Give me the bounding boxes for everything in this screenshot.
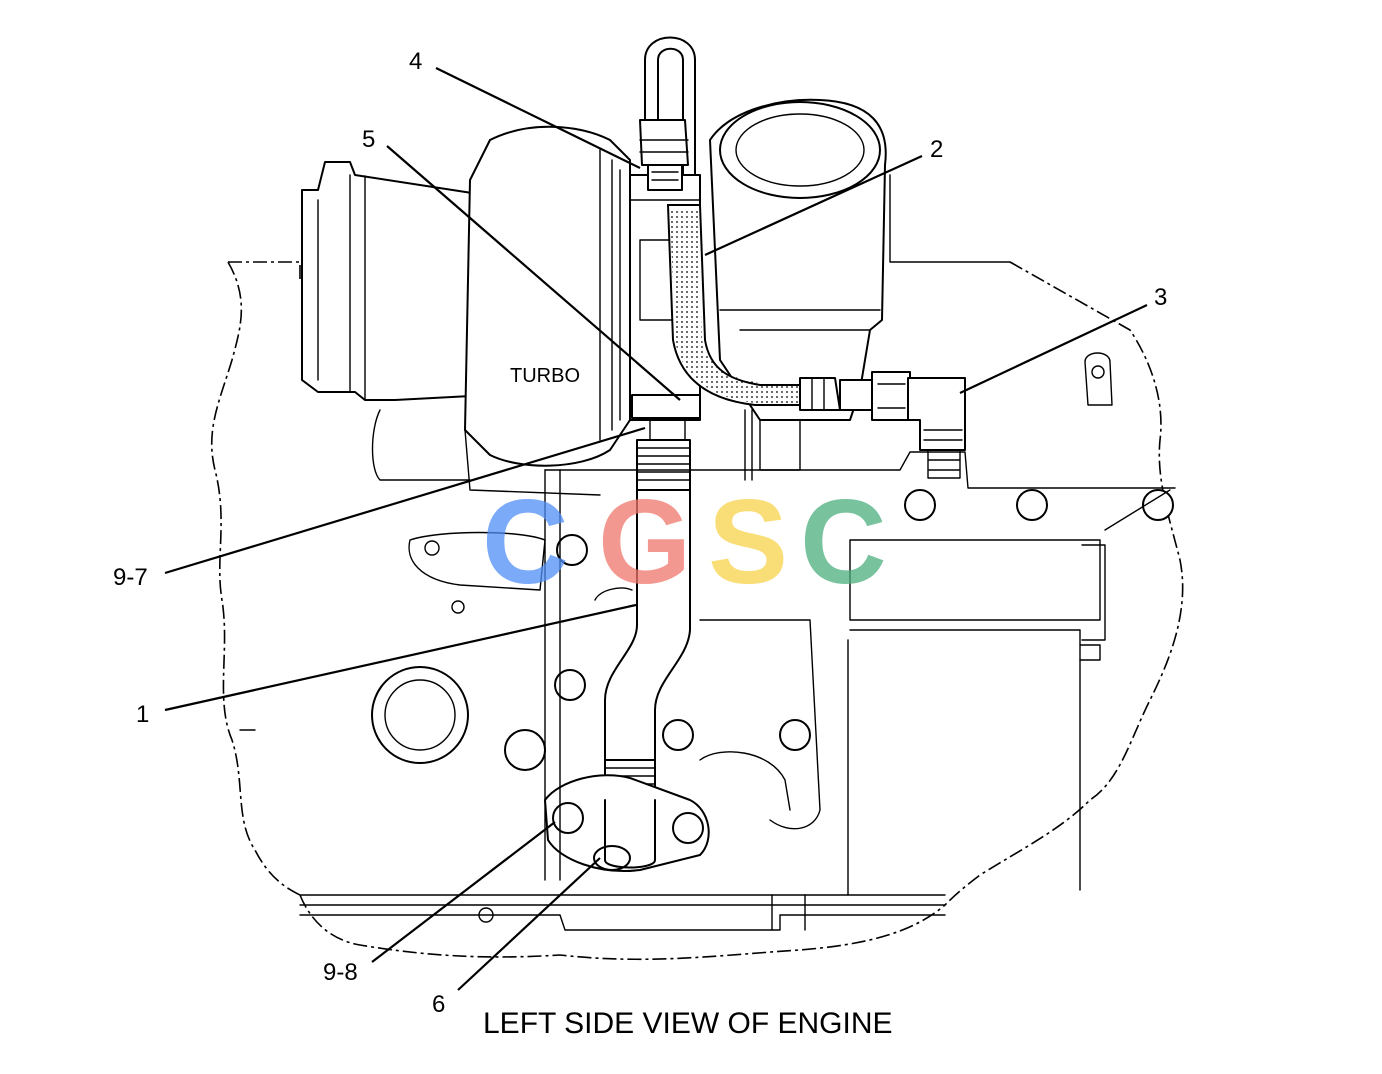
watermark-letter: G (598, 475, 691, 609)
callouts: 4 5 2 3 9-7 1 9-8 6 (113, 48, 1167, 1018)
watermark-letter: C (482, 475, 569, 609)
callout-1: 1 (136, 701, 149, 728)
callout-2: 2 (930, 136, 943, 163)
air-inlet-elbow (709, 98, 1011, 421)
watermark-letter: S (708, 475, 788, 609)
turbo-label: TURBO (510, 365, 580, 387)
watermark-letter: C (800, 475, 887, 609)
block-details (239, 352, 1176, 896)
callout-6: 6 (432, 991, 445, 1018)
watermark: C G S C (482, 475, 887, 609)
callout-3: 3 (1154, 284, 1167, 311)
leader-lines (164, 67, 1148, 991)
callout-4: 4 (409, 48, 422, 75)
engine-block (211, 261, 1184, 961)
callout-9-7: 9-7 (113, 564, 148, 591)
callout-5: 5 (362, 126, 375, 153)
oil-supply-line (639, 36, 696, 191)
braided-hose (666, 204, 841, 411)
drain-flange (544, 774, 710, 872)
callout-9-8: 9-8 (323, 959, 358, 986)
elbow-fitting (839, 371, 966, 479)
diagram-caption: LEFT SIDE VIEW OF ENGINE (483, 1007, 893, 1040)
